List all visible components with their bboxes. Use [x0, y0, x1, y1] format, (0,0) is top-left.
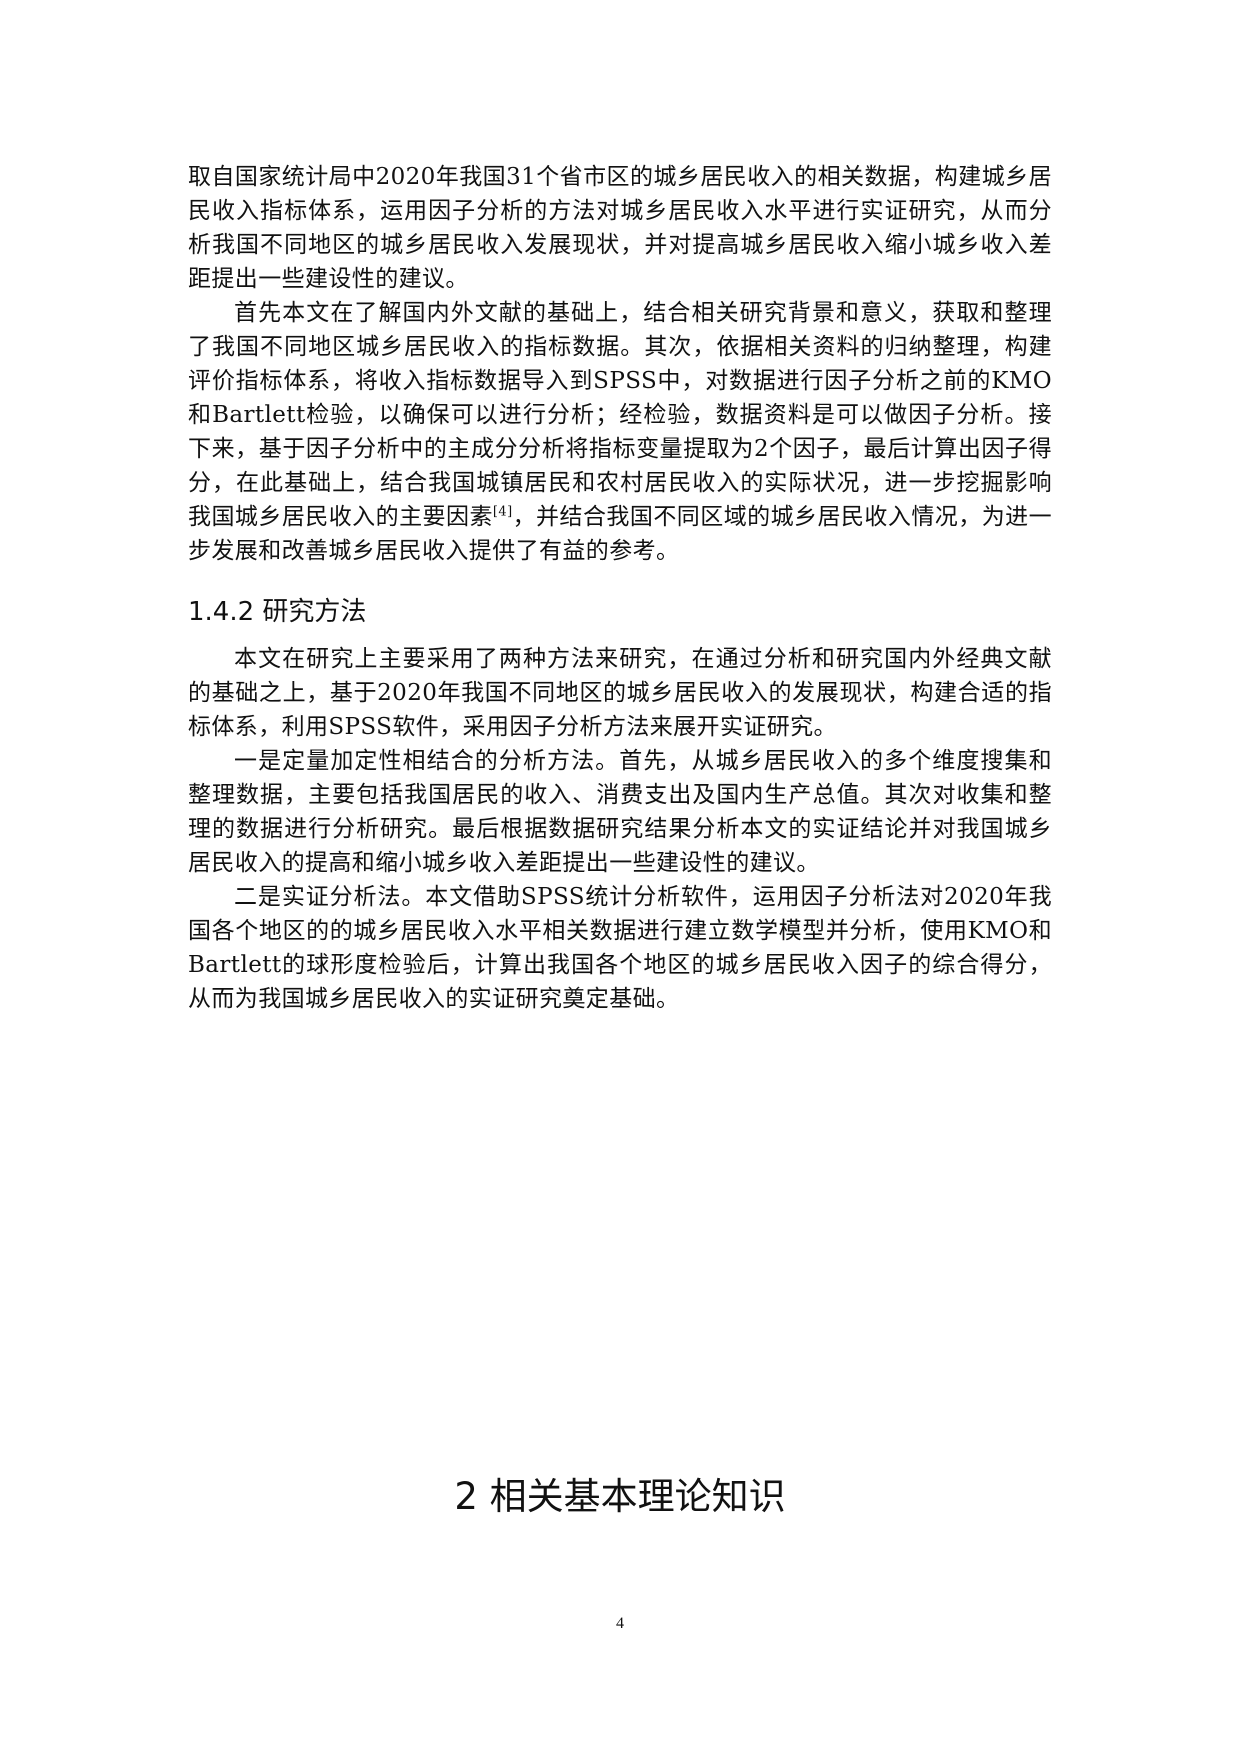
- body-text-methods: 本文在研究上主要采用了两种方法来研究，在通过分析和研究国内外经典文献的基础之上，…: [188, 642, 1052, 1016]
- chapter-title: 2 相关基本理论知识: [454, 1475, 786, 1518]
- overview-text-after-citation: ，并结合我国不同区域的城乡居民收入情况，为进一步发展和改善城乡居民收入提供了有益…: [188, 504, 1053, 564]
- body-text-top: 取自国家统计局中2020年我国31个省市区的城乡居民收入的相关数据，构建城乡居民…: [188, 160, 1052, 568]
- methods-paragraph-2: 一是定量加定性相结合的分析方法。首先，从城乡居民收入的多个维度搜集和整理数据，主…: [188, 748, 1052, 876]
- overview-text-before-citation: 首先本文在了解国内外文献的基础上，结合相关研究背景和意义，获取和整理了我国不同地…: [188, 300, 1052, 530]
- methods-paragraph-1: 本文在研究上主要采用了两种方法来研究，在通过分析和研究国内外经典文献的基础之上，…: [188, 646, 1052, 740]
- page-number: 4: [616, 1615, 624, 1632]
- intro-paragraph: 取自国家统计局中2020年我国31个省市区的城乡居民收入的相关数据，构建城乡居民…: [188, 164, 1052, 292]
- section-heading: 1.4.2 研究方法: [188, 597, 367, 627]
- citation-ref: [4]: [492, 504, 513, 520]
- research-overview-paragraph: 首先本文在了解国内外文献的基础上，结合相关研究背景和意义，获取和整理了我国不同地…: [188, 296, 1052, 568]
- methods-paragraph-3: 二是实证分析法。本文借助SPSS统计分析软件，运用因子分析法对2020年我国各个…: [188, 884, 1052, 1012]
